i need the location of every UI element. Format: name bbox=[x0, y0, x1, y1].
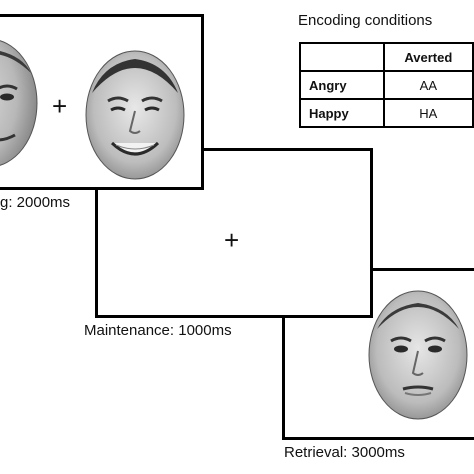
conditions-row: Happy HA bbox=[299, 98, 474, 128]
maintenance-fixation-cross: + bbox=[224, 225, 240, 255]
conditions-cell: HA bbox=[382, 98, 474, 128]
conditions-corner-cell bbox=[299, 42, 385, 72]
conditions-column-header: Averted bbox=[382, 42, 474, 72]
conditions-cell: AA bbox=[382, 70, 474, 100]
face-neutral-icon bbox=[368, 290, 468, 420]
encoding-caption: g: 2000ms bbox=[0, 194, 71, 211]
encoding-frame: + bbox=[0, 14, 204, 190]
encoding-fixation-cross: + bbox=[52, 91, 68, 121]
conditions-title: Encoding conditions bbox=[298, 12, 433, 29]
retrieval-caption: Retrieval: 3000ms bbox=[284, 444, 405, 461]
conditions-table: Averted Angry AA Happy HA bbox=[299, 42, 474, 128]
face-happy-smile-icon bbox=[85, 50, 185, 180]
conditions-row: Angry AA bbox=[299, 70, 474, 100]
conditions-row-label: Happy bbox=[299, 98, 385, 128]
face-neutral-smile-left-icon bbox=[0, 40, 38, 166]
conditions-row-label: Angry bbox=[299, 70, 385, 100]
retrieval-frame bbox=[282, 268, 474, 440]
maintenance-caption: Maintenance: 1000ms bbox=[84, 322, 232, 339]
conditions-header-row: Averted bbox=[299, 42, 474, 72]
